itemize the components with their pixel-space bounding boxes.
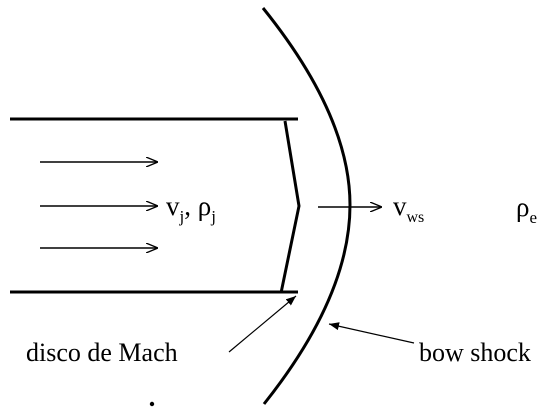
mach-disk-pointer	[228, 295, 297, 353]
jet-label-separator: ,	[184, 191, 198, 221]
mach-disk	[279, 120, 301, 294]
jet-velocity-label: vj, ρj	[166, 191, 216, 226]
bow-shock-label: bow shock	[419, 338, 531, 367]
dot-mark	[149, 401, 155, 407]
working-surface-velocity-subscript: ws	[407, 209, 425, 226]
mach-disk-label: disco de Mach	[26, 338, 178, 367]
bow-shock	[261, 7, 352, 405]
external-density-subscript: e	[529, 208, 537, 227]
jet-density-subscript: j	[210, 207, 216, 226]
working-surface-velocity-label: vws	[393, 191, 424, 226]
jet-density-label: ρ	[198, 191, 211, 221]
external-density-label: ρe	[516, 192, 537, 227]
bow-shock-pointer	[328, 322, 415, 344]
jet-velocity-subscript: j	[179, 207, 185, 226]
